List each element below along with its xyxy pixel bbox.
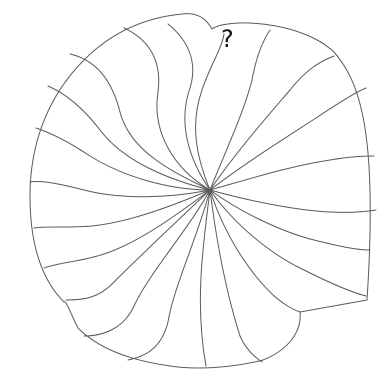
spiral-curve bbox=[210, 190, 370, 250]
spiral-curve bbox=[210, 190, 376, 212]
spiral-curve bbox=[210, 156, 374, 190]
spiral-curve bbox=[70, 54, 210, 190]
spiral-curve bbox=[210, 190, 300, 312]
spiral-curve bbox=[30, 181, 210, 196]
spiral-curve bbox=[36, 128, 210, 190]
spiral-curve bbox=[210, 88, 366, 190]
spiral-curve bbox=[210, 56, 334, 190]
spiral-curve bbox=[84, 190, 210, 336]
spiral-curve bbox=[210, 190, 262, 362]
question-mark-label: ? bbox=[221, 25, 234, 53]
spiral-curve bbox=[168, 24, 210, 190]
spiral-curve bbox=[210, 30, 270, 190]
